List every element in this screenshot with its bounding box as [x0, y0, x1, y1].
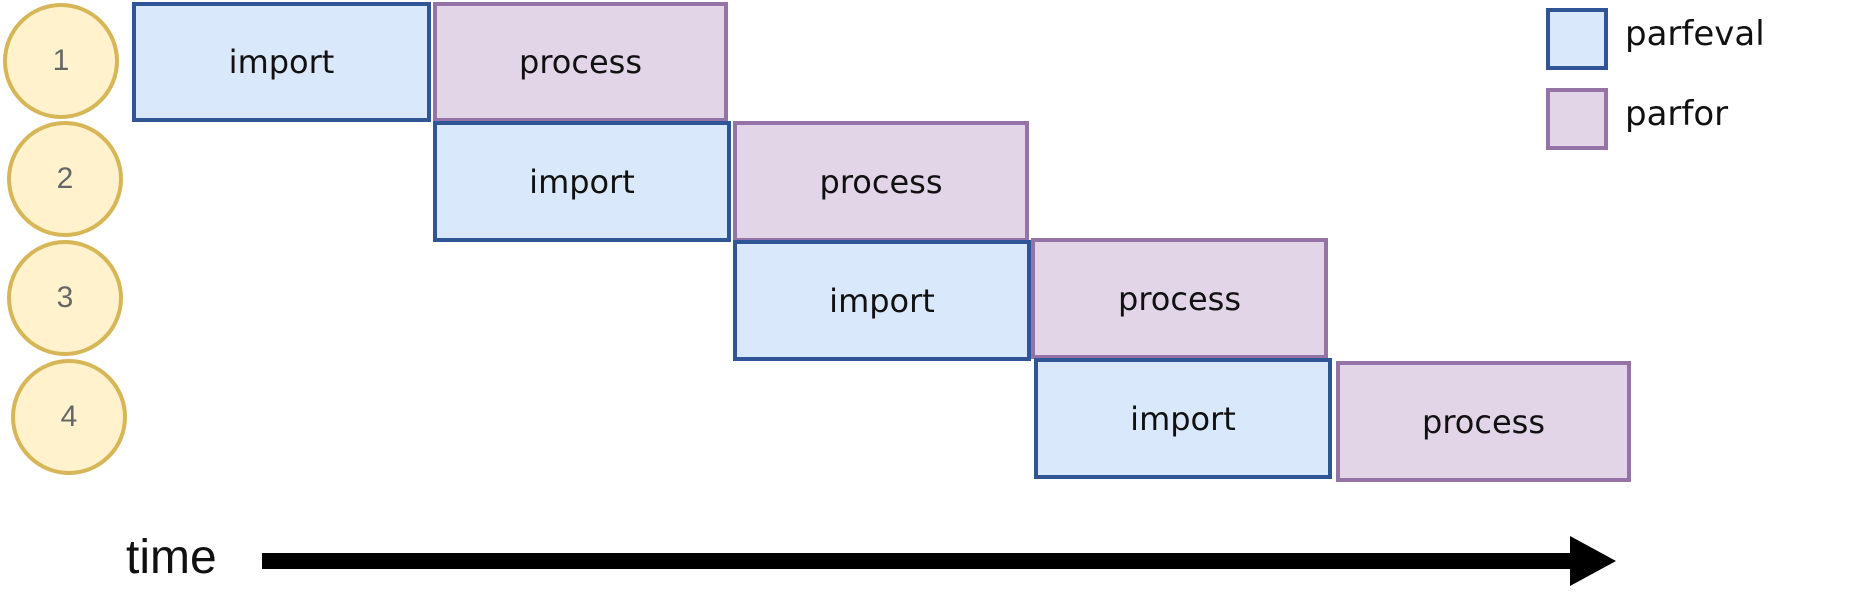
task-import-worker-3: import [733, 240, 1031, 361]
time-axis-label: time [126, 531, 217, 584]
worker-circle-1: 1 [3, 3, 119, 119]
time-arrow-head [1570, 536, 1616, 586]
task-import-worker-2: import [433, 121, 731, 242]
task-process-worker-2: process [733, 121, 1029, 242]
task-process-worker-1: process [433, 2, 728, 122]
task-process-worker-3: process [1031, 238, 1328, 359]
legend-label-parfeval: parfeval [1625, 14, 1765, 54]
legend-swatch-parfor [1546, 88, 1608, 150]
worker-circle-2: 2 [7, 121, 123, 237]
legend-label-parfor: parfor [1625, 94, 1729, 134]
worker-circle-4: 4 [11, 359, 127, 475]
worker-circle-3: 3 [7, 240, 123, 356]
time-arrow-shaft [262, 553, 1582, 569]
task-import-worker-1: import [132, 2, 431, 122]
task-import-worker-4: import [1034, 358, 1332, 479]
time-arrow-icon [262, 536, 1616, 586]
legend-swatch-parfeval [1546, 8, 1608, 70]
task-process-worker-4: process [1336, 361, 1631, 482]
